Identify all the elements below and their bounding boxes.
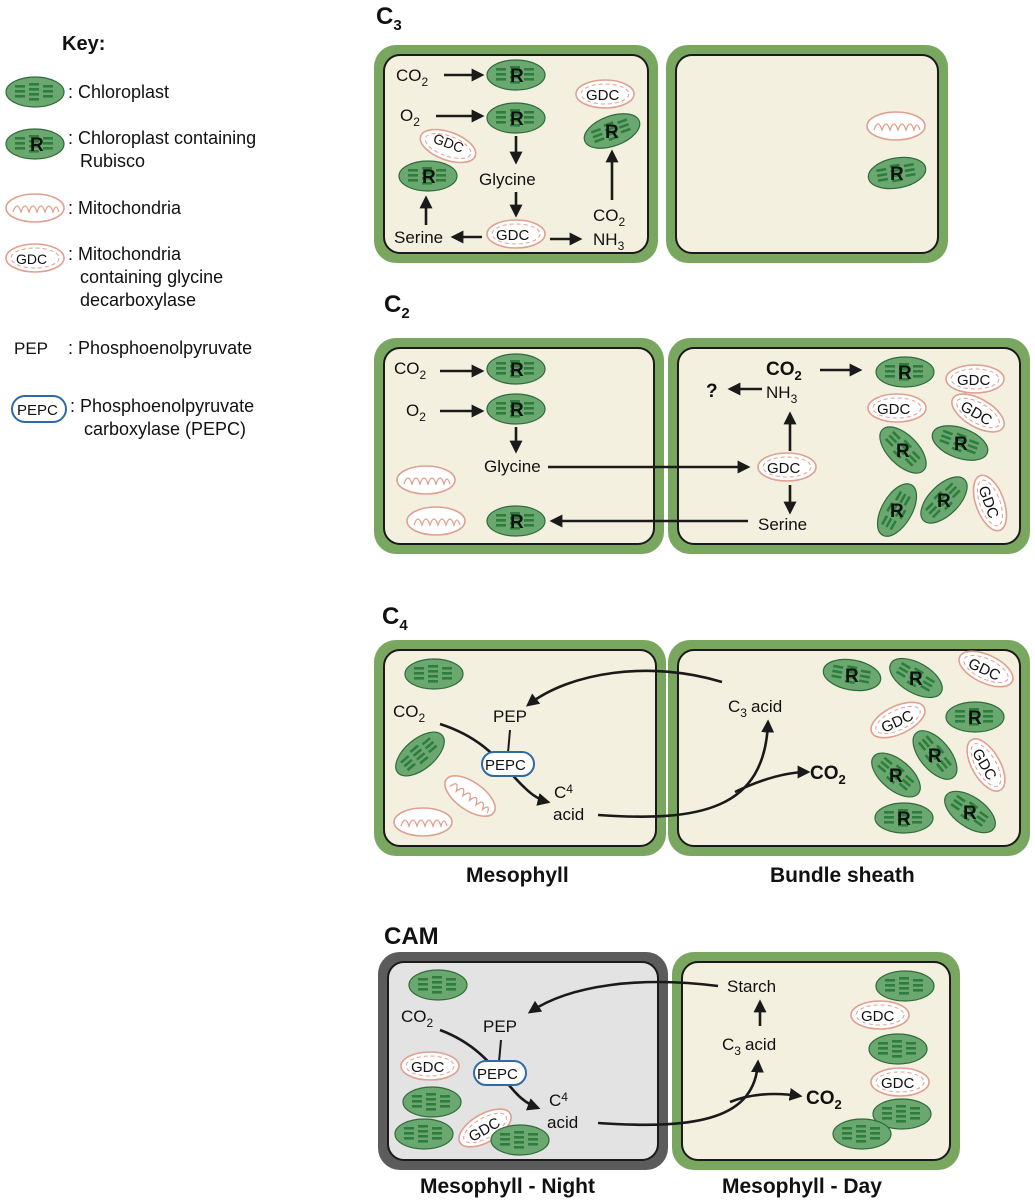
cam-c4-label: C4 bbox=[549, 1090, 568, 1110]
svg-text:R: R bbox=[928, 746, 942, 767]
c2-title: C2 bbox=[384, 291, 410, 322]
svg-text:R: R bbox=[510, 512, 524, 533]
c2-nh3-label: NH3 bbox=[766, 383, 798, 406]
cam-night-chloroplast-3 bbox=[394, 1118, 454, 1150]
cam-pep-label: PEP bbox=[483, 1017, 517, 1036]
key-pepc-icon bbox=[11, 395, 67, 423]
svg-text:R: R bbox=[845, 666, 859, 687]
svg-text:GDC: GDC bbox=[586, 87, 620, 104]
svg-text:GDC: GDC bbox=[957, 372, 991, 389]
cam-day-chloroplast-2 bbox=[868, 1033, 928, 1065]
c2-co2-label: CO2 bbox=[394, 359, 427, 382]
key-pepc-label-2: carboxylase (PEPC) bbox=[84, 419, 246, 439]
key-rubisco-mark: R bbox=[30, 135, 44, 156]
c4-bundle-sheath-caption: Bundle sheath bbox=[770, 864, 915, 887]
c2-o2-label: O2 bbox=[406, 401, 426, 424]
c4-mesophyll-mitochondria-2 bbox=[393, 807, 453, 837]
svg-text:R: R bbox=[890, 164, 904, 185]
cam-day-chloroplast-4 bbox=[832, 1118, 892, 1150]
svg-text:GDC: GDC bbox=[881, 1075, 915, 1092]
cam-day-chloroplast-1 bbox=[875, 970, 935, 1002]
c3-title: C3 bbox=[376, 3, 402, 34]
cam-night-chloroplast-4 bbox=[490, 1124, 550, 1156]
c4-mesophyll-chloroplast-1 bbox=[404, 658, 464, 690]
cam-co2-label: CO2 bbox=[401, 1007, 434, 1030]
key-gdc-mark: GDC bbox=[16, 251, 47, 267]
c2-mitochondria-1 bbox=[396, 465, 456, 495]
key-mitochondria-label: : Mitochondria bbox=[68, 198, 182, 218]
svg-text:R: R bbox=[605, 122, 619, 143]
key-pepc-symbol: PEPC bbox=[17, 402, 58, 419]
key-title: Key: bbox=[62, 33, 105, 55]
key-chloroplast-icon bbox=[5, 76, 65, 108]
c2-glycine-label: Glycine bbox=[484, 457, 541, 476]
svg-text:PEPC: PEPC bbox=[485, 757, 526, 774]
c2-co2-bold-label: CO2 bbox=[766, 359, 802, 383]
cam-acid-label: acid bbox=[547, 1113, 578, 1132]
key-mitochondria-icon bbox=[5, 193, 65, 223]
cam-starch-label: Starch bbox=[727, 977, 776, 996]
svg-text:R: R bbox=[898, 363, 912, 384]
key-pepc-label-1: : Phosphoenolpyruvate bbox=[70, 396, 254, 416]
c4-pepc-enzyme bbox=[481, 751, 535, 777]
c3-bs-mitochondria bbox=[866, 111, 926, 141]
c3-glycine-label: Glycine bbox=[479, 170, 536, 189]
cam-pepc-enzyme bbox=[473, 1060, 527, 1086]
svg-text:R: R bbox=[510, 400, 524, 421]
svg-text:R: R bbox=[890, 501, 904, 522]
svg-text:R: R bbox=[937, 491, 951, 512]
key-gdc-label-3: decarboxylase bbox=[80, 290, 196, 310]
key-gdc-label-1: : Mitochondria bbox=[68, 244, 182, 264]
key-pep-label: : Phosphoenolpyruvate bbox=[68, 338, 252, 358]
svg-text:R: R bbox=[963, 803, 977, 824]
c4-co2-bold-label: CO2 bbox=[810, 763, 846, 787]
svg-text:R: R bbox=[510, 66, 524, 87]
c4-mesophyll-caption: Mesophyll bbox=[466, 864, 569, 887]
svg-text:R: R bbox=[909, 669, 923, 690]
cam-night-chloroplast-1 bbox=[408, 969, 468, 1001]
cam-night-chloroplast-2 bbox=[402, 1086, 462, 1118]
cam-day-caption: Mesophyll - Day bbox=[722, 1175, 882, 1198]
cam-co2-bold-label: CO2 bbox=[806, 1088, 842, 1112]
c3-nh3-label: NH3 bbox=[593, 230, 625, 253]
c3-o2-label: O2 bbox=[400, 106, 420, 129]
svg-text:R: R bbox=[889, 766, 903, 787]
svg-text:R: R bbox=[896, 441, 910, 462]
svg-text:R: R bbox=[422, 167, 436, 188]
key-rubisco-label-1: : Chloroplast containing bbox=[68, 128, 256, 148]
c3-co2-release-label: CO2 bbox=[593, 206, 626, 229]
c2-question-label: ? bbox=[706, 381, 718, 402]
svg-text:R: R bbox=[510, 360, 524, 381]
key-pep-symbol: PEP bbox=[14, 339, 48, 358]
c4-pep-label: PEP bbox=[493, 707, 527, 726]
cam-title: CAM bbox=[384, 923, 439, 950]
svg-text:GDC: GDC bbox=[861, 1008, 895, 1025]
svg-text:GDC: GDC bbox=[496, 227, 530, 244]
svg-text:GDC: GDC bbox=[877, 401, 911, 418]
c4-c4-label: C4 bbox=[554, 782, 573, 802]
c2-serine-label: Serine bbox=[758, 515, 807, 534]
c4-acid-label: acid bbox=[553, 805, 584, 824]
key-chloroplast-label: : Chloroplast bbox=[68, 82, 169, 102]
svg-text:GDC: GDC bbox=[767, 460, 801, 477]
key-gdc-label-2: containing glycine bbox=[80, 267, 223, 287]
svg-text:R: R bbox=[954, 434, 968, 455]
c3-co2-label: CO2 bbox=[396, 66, 429, 89]
c4-title: C4 bbox=[382, 603, 408, 634]
svg-text:R: R bbox=[968, 708, 982, 729]
cam-night-caption: Mesophyll - Night bbox=[420, 1175, 595, 1198]
key-rubisco-label-2: Rubisco bbox=[80, 151, 145, 171]
c2-mitochondria-2 bbox=[406, 506, 466, 536]
svg-text:R: R bbox=[510, 109, 524, 130]
c4-co2-label: CO2 bbox=[393, 702, 426, 725]
svg-text:R: R bbox=[897, 809, 911, 830]
c3-serine-label: Serine bbox=[394, 228, 443, 247]
svg-text:PEPC: PEPC bbox=[477, 1066, 518, 1083]
svg-text:GDC: GDC bbox=[411, 1059, 445, 1076]
